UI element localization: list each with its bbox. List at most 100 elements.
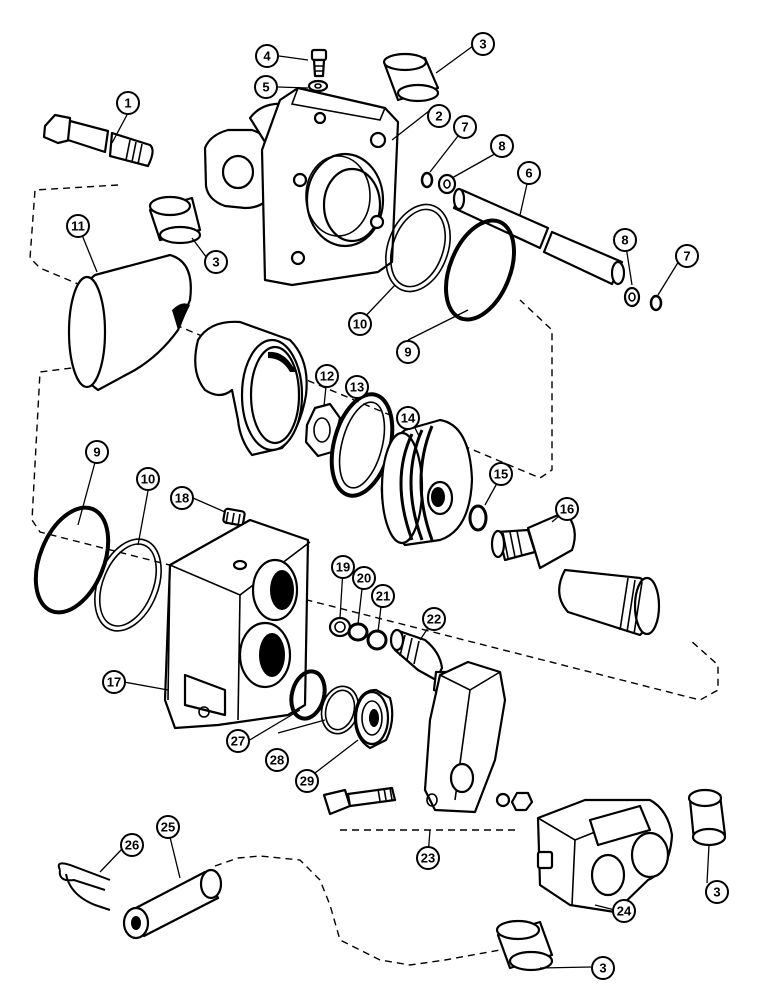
part-17-valve-block (163, 518, 311, 730)
svg-text:3: 3 (713, 885, 720, 900)
part-27-oring (289, 669, 327, 721)
part-23-bracket-assembly (322, 660, 534, 816)
part-21-seal (366, 629, 388, 651)
part-2-flange-housing (203, 86, 400, 287)
callout-10-upper: 10 (348, 312, 372, 336)
svg-text:24: 24 (617, 904, 632, 919)
callout-22: 22 (422, 607, 446, 631)
svg-text:18: 18 (175, 491, 189, 506)
part-3-bushing-right (687, 788, 727, 847)
callout-19: 19 (331, 555, 355, 579)
callout-6: 6 (517, 161, 541, 185)
callout-26: 26 (120, 833, 144, 857)
svg-text:23: 23 (421, 851, 435, 866)
lower-assembly-outline (31, 364, 719, 701)
callout-4: 4 (255, 44, 279, 68)
svg-text:12: 12 (320, 369, 334, 384)
svg-text:28: 28 (270, 753, 284, 768)
callout-20: 20 (352, 566, 376, 590)
part-14-piston (380, 418, 474, 547)
svg-text:19: 19 (336, 560, 350, 575)
callout-3-left: 3 (204, 250, 228, 274)
part-7-ring-right (649, 294, 663, 312)
svg-text:20: 20 (357, 571, 371, 586)
svg-text:5: 5 (262, 80, 269, 95)
callout-15: 15 (489, 462, 513, 486)
callout-16: 16 (555, 497, 579, 521)
part-6-pin (452, 187, 626, 286)
callout-23: 23 (416, 846, 440, 870)
svg-text:3: 3 (212, 255, 219, 270)
callout-3-right: 3 (705, 880, 729, 904)
svg-text:29: 29 (300, 774, 314, 789)
callout-25: 25 (156, 815, 180, 839)
part-16-piston-rod (490, 510, 661, 637)
callout-14: 14 (396, 406, 420, 430)
svg-text:17: 17 (107, 675, 121, 690)
svg-text:13: 13 (350, 380, 364, 395)
svg-text:8: 8 (498, 139, 505, 154)
svg-text:9: 9 (93, 445, 100, 460)
svg-text:15: 15 (494, 467, 508, 482)
callout-3-bottom: 3 (591, 956, 615, 980)
callout-27: 27 (226, 729, 250, 753)
callout-8-left: 8 (490, 134, 514, 158)
callout-12: 12 (315, 364, 339, 388)
part-1-bolt (42, 113, 154, 168)
svg-text:3: 3 (599, 961, 606, 976)
svg-text:7: 7 (461, 120, 468, 135)
callout-13: 13 (345, 375, 369, 399)
part-9-oring-upper (444, 218, 516, 322)
part-12-nut (304, 402, 342, 458)
part-8-washer-left (437, 173, 457, 195)
callout-10-lower: 10 (136, 467, 160, 491)
callout-29: 29 (295, 769, 319, 793)
callout-9-upper: 9 (396, 340, 420, 364)
callout-21: 21 (371, 584, 395, 608)
callout-7-right: 7 (675, 244, 699, 268)
svg-text:16: 16 (560, 502, 574, 517)
part-4-screw (310, 48, 328, 78)
callout-17: 17 (102, 670, 126, 694)
part-18-plug (222, 507, 246, 527)
part-5-washer (307, 79, 329, 93)
svg-text:10: 10 (353, 317, 367, 332)
callout-9-lower: 9 (85, 440, 109, 464)
svg-text:27: 27 (231, 734, 245, 749)
callout-5: 5 (254, 75, 278, 99)
svg-text:10: 10 (141, 472, 155, 487)
part-8-washer-right (623, 286, 641, 308)
part-29-seal-bearing (353, 688, 394, 750)
svg-text:11: 11 (71, 219, 85, 234)
svg-text:6: 6 (525, 166, 532, 181)
part-25-pin (122, 868, 223, 940)
pin-25-path (214, 855, 501, 966)
callout-1: 1 (116, 91, 140, 115)
part-7-ring-left (420, 171, 434, 189)
part-3-bushing-left (148, 195, 202, 245)
svg-text:22: 22 (427, 612, 441, 627)
svg-text:3: 3 (479, 37, 486, 52)
part-3-bushing-bottom (495, 919, 554, 972)
svg-text:25: 25 (161, 820, 175, 835)
svg-text:26: 26 (125, 838, 139, 853)
svg-text:1: 1 (124, 96, 131, 111)
svg-text:9: 9 (404, 345, 411, 360)
callout-8-right: 8 (613, 228, 637, 252)
part-10-backup-ring-upper (385, 203, 451, 293)
svg-text:8: 8 (621, 233, 628, 248)
part-24-clevis (536, 798, 674, 914)
callout-2: 2 (427, 104, 451, 128)
part-15-oring (468, 504, 488, 532)
callout-28: 28 (265, 748, 289, 772)
svg-text:2: 2 (435, 109, 442, 124)
svg-text:7: 7 (683, 249, 690, 264)
svg-text:21: 21 (376, 589, 390, 604)
callout-11: 11 (66, 214, 90, 238)
part-20-seal (347, 622, 369, 642)
part-19-seal (328, 616, 352, 638)
callout-18: 18 (170, 486, 194, 510)
part-3-bushing-top (382, 52, 440, 103)
svg-text:14: 14 (401, 411, 416, 426)
